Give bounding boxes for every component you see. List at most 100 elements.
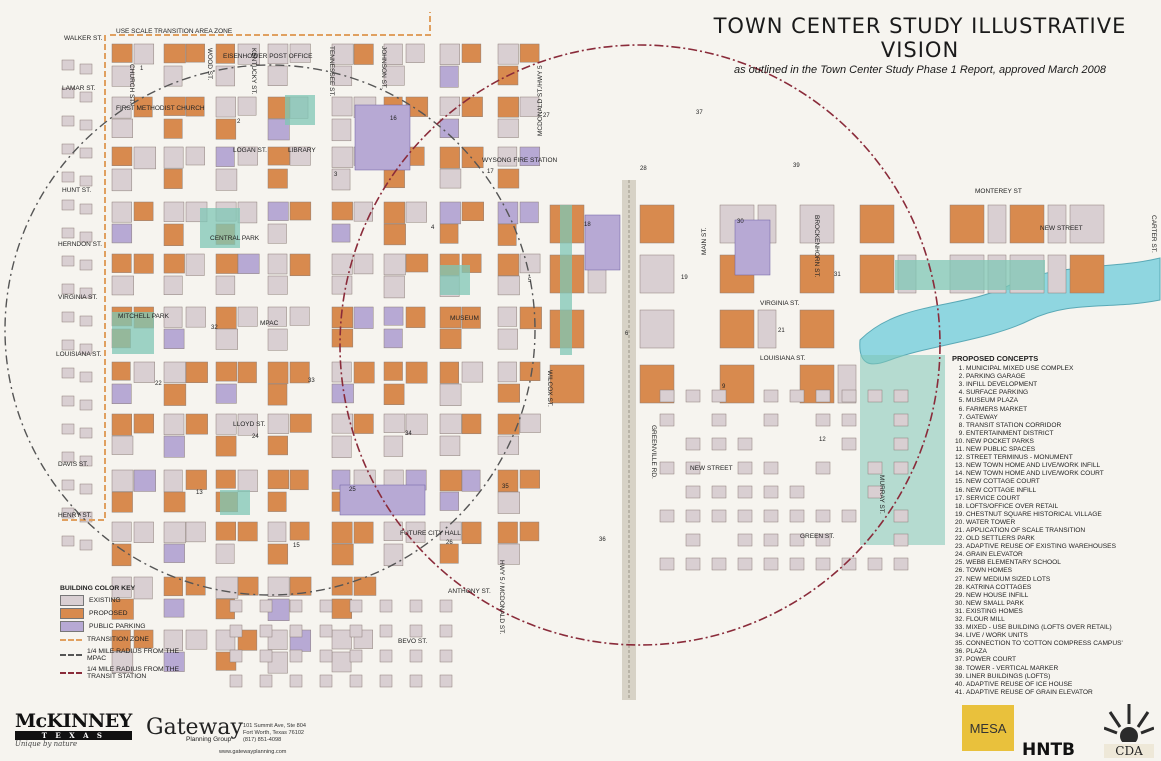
street-label: NEW STREET [1040,225,1083,232]
concept-number: 27 [543,113,550,119]
building [497,521,518,544]
building [267,201,289,221]
building [289,599,303,613]
building [519,521,540,542]
building [289,576,312,596]
concepts-list: MUNICIPAL MIXED USE COMPLEXPARKING GARAG… [952,365,1157,697]
building [1047,204,1067,244]
building [111,576,132,598]
swatch-existing [60,595,84,606]
building [133,629,154,649]
building [237,361,257,384]
building [497,328,518,350]
building [405,43,425,63]
building [185,146,205,166]
building [659,509,675,523]
building [111,168,133,192]
building [841,437,857,451]
concept-number: 24 [252,434,259,440]
building [379,624,393,638]
building [379,599,393,613]
building [215,253,239,274]
building [383,275,405,299]
building [497,118,519,138]
building [259,649,273,663]
building [79,119,93,131]
building [289,306,310,326]
building [383,361,403,381]
building [405,413,428,435]
place-label: MUSEUM [450,315,479,322]
building [79,455,93,467]
concept-number: 18 [584,222,591,228]
building [383,65,405,86]
street-label: LOUISIANA ST. [56,351,102,358]
building [439,361,459,384]
building [267,491,287,512]
building [185,413,208,435]
key-row-parking: PUBLIC PARKING [60,620,180,633]
line-mpac [60,654,82,656]
building [319,599,333,613]
building [639,254,675,294]
building [439,491,459,511]
building [519,253,541,274]
building [229,624,243,638]
key-row-transition: TRANSITION ZONE [60,633,180,646]
building [229,674,243,688]
building [215,521,237,541]
street-labels: WALKER ST. USE SCALE TRANSITION AREA ZON… [56,28,1157,645]
building [237,306,258,327]
building [461,413,482,435]
building [867,389,883,403]
line-transition [60,638,82,641]
concepts-heading: PROPOSED CONCEPTS [952,354,1039,363]
building [439,118,459,138]
building [639,204,675,244]
building [685,533,701,547]
building [61,227,75,239]
concept-numbers: 1234569121315161718192122242526272830313… [140,66,841,549]
building [461,96,483,117]
street-label: MAIN ST. [701,227,708,255]
concept-number: 2 [237,119,241,125]
building [497,146,518,167]
street-label: GREEN ST. [800,533,835,540]
building [497,383,521,403]
place-label: FIRST METHODIST CHURCH [116,105,205,112]
building [61,171,75,183]
building [711,389,727,403]
building [111,118,133,138]
building [289,201,312,221]
building [61,451,75,463]
building [439,328,462,349]
building [331,306,354,329]
building [61,395,75,407]
building [789,533,805,547]
map-subtitle: as outlined in the Town Center Study Pha… [734,64,1106,76]
building [237,576,259,596]
street-label: VIRGINIA ST. [58,294,98,301]
building [319,624,333,638]
building [79,399,93,411]
street-label: HERNDON ST. [58,241,102,248]
concept-number: 36 [599,537,606,543]
concept-item: NEW TOWN HOME AND LIVE/WORK COURT [966,470,1157,478]
building [267,65,288,86]
building [331,118,352,142]
building [497,306,518,327]
building [763,461,779,475]
concept-item: INFILL DEVELOPMENT [966,381,1157,389]
building [61,535,75,547]
building [331,576,353,596]
transit-quarter-mile-radius [339,44,941,646]
building [215,328,238,350]
concept-item: NEW COTTAGE INFILL [966,487,1157,495]
street-label: JOHNSON ST. [380,46,387,89]
building [163,521,186,544]
gateway-addr2: Fort Worth, Texas 76102 [243,730,305,736]
building [815,557,831,571]
gateway-logo: Gateway Planning Group [146,715,243,743]
building [659,461,675,475]
line-transit [60,672,82,674]
